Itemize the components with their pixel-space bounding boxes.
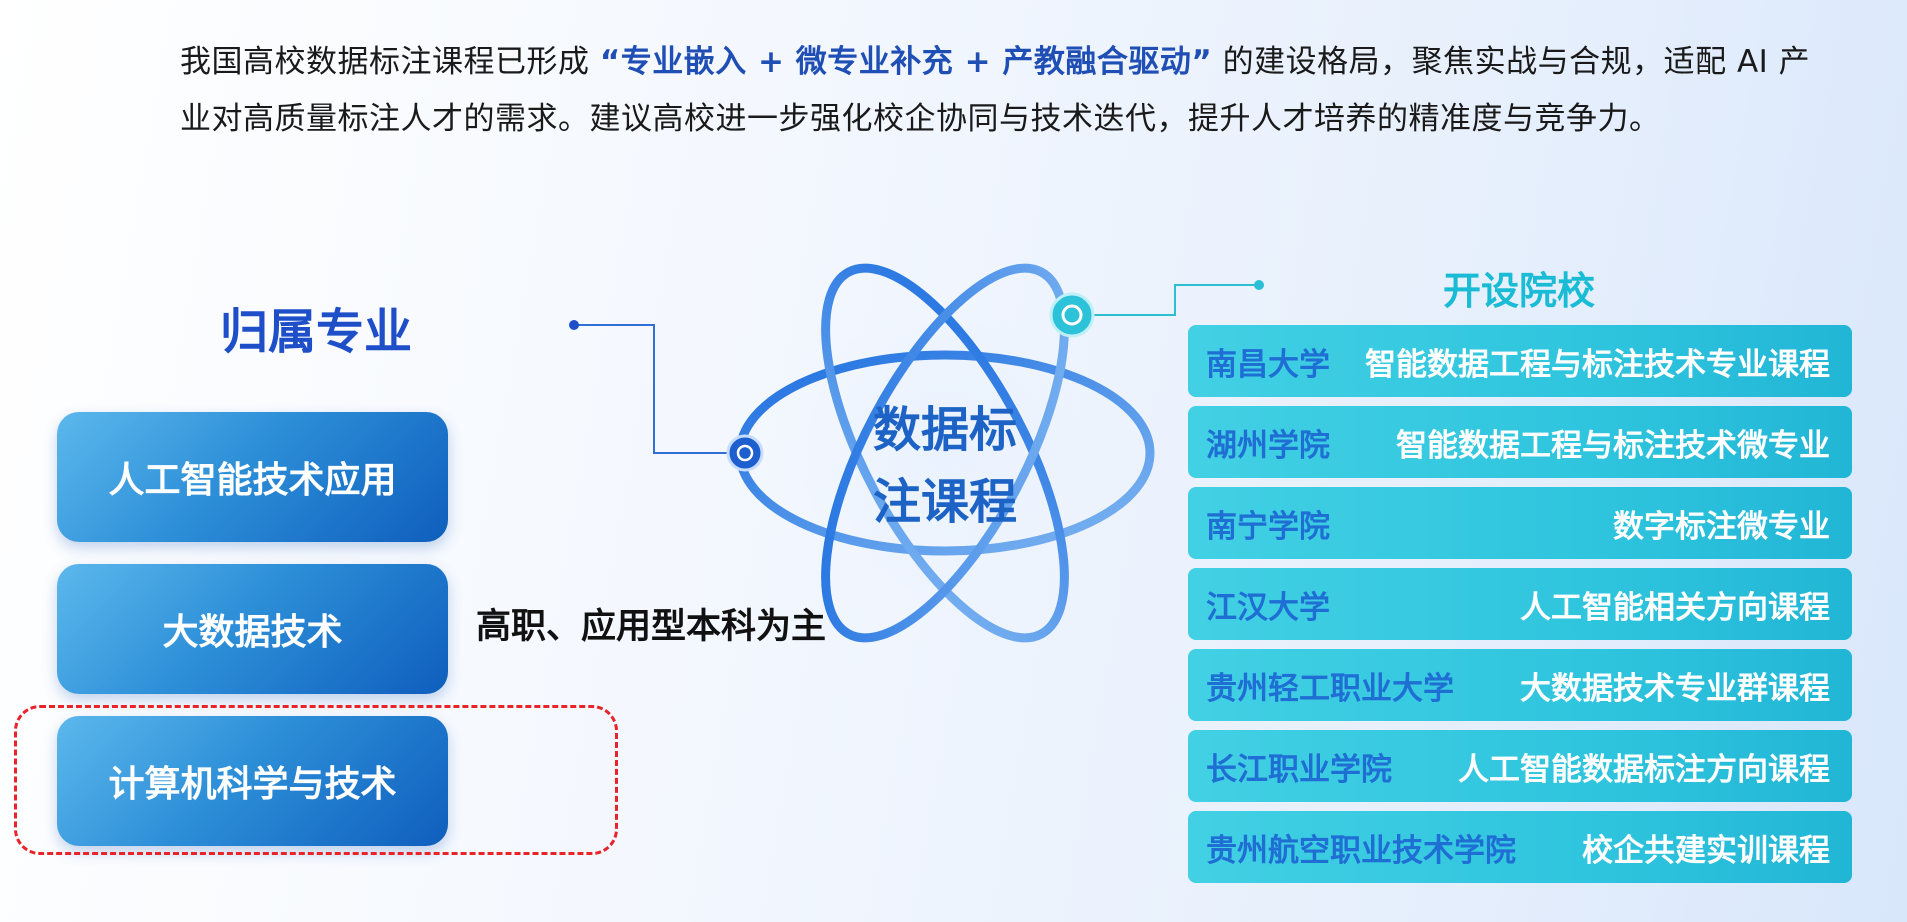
schools-title: 开设院校 <box>1443 269 1596 313</box>
major-label: 人工智能技术应用 <box>108 460 397 501</box>
intro-highlight: “专业嵌入 + 微专业补充 + 产教融合驱动” <box>599 44 1213 80</box>
center-course-label: 数据标 注课程 <box>860 394 1030 538</box>
atom-node-right-core <box>1061 304 1083 326</box>
right-connector-endpoint <box>1254 280 1264 290</box>
school-course: 大数据技术专业群课程 <box>1520 670 1830 707</box>
major-box-computer-science: 计算机科学与技术 <box>57 716 448 846</box>
highlight-dashed-frame <box>14 705 618 855</box>
atom-node-left-core <box>736 444 754 462</box>
school-name: 南昌大学 <box>1206 346 1330 383</box>
school-name: 贵州轻工职业大学 <box>1206 670 1454 707</box>
school-row: 长江职业学院 人工智能数据标注方向课程 <box>1188 730 1852 802</box>
intro-text-before: 我国高校数据标注课程已形成 <box>180 44 590 80</box>
school-row: 南宁学院 数字标注微专业 <box>1188 487 1852 559</box>
atom-node-left <box>726 434 764 472</box>
intro-paragraph: 我国高校数据标注课程已形成 “专业嵌入 + 微专业补充 + 产教融合驱动” 的建… <box>180 34 1840 148</box>
school-name: 南宁学院 <box>1206 508 1330 545</box>
school-course: 数字标注微专业 <box>1613 508 1830 545</box>
majors-title: 归属专业 <box>220 304 413 360</box>
school-list: 南昌大学 智能数据工程与标注技术专业课程 湖州学院 智能数据工程与标注技术微专业… <box>1188 325 1852 892</box>
center-label-line1: 数据标 <box>872 402 1017 458</box>
school-name: 长江职业学院 <box>1206 751 1392 788</box>
school-row: 江汉大学 人工智能相关方向课程 <box>1188 568 1852 640</box>
major-box-ai-application: 人工智能技术应用 <box>57 412 448 542</box>
atom-node-right <box>1049 292 1095 338</box>
school-course: 校企共建实训课程 <box>1582 832 1830 869</box>
school-row: 贵州航空职业技术学院 校企共建实训课程 <box>1188 811 1852 883</box>
school-name: 贵州航空职业技术学院 <box>1206 832 1516 869</box>
school-course: 人工智能数据标注方向课程 <box>1458 751 1830 788</box>
intro-text-after: 的建设格局，聚焦实战与合规，适配 AI 产业对高质量标注人才的需求。建议高校进一… <box>180 44 1811 137</box>
school-course: 智能数据工程与标注技术微专业 <box>1396 427 1830 464</box>
center-label-line2: 注课程 <box>872 474 1017 530</box>
major-label: 大数据技术 <box>162 612 343 653</box>
atom-orbit-right <box>821 263 1069 643</box>
school-row: 南昌大学 智能数据工程与标注技术专业课程 <box>1188 325 1852 397</box>
school-name: 江汉大学 <box>1206 589 1330 626</box>
atom-icon <box>726 263 1155 643</box>
left-connector-endpoint <box>569 320 579 330</box>
atom-glow <box>795 303 1095 603</box>
majors-note: 高职、应用型本科为主 <box>476 607 827 647</box>
school-name: 湖州学院 <box>1206 427 1330 464</box>
major-box-big-data: 大数据技术 <box>57 564 448 694</box>
school-course: 人工智能相关方向课程 <box>1520 589 1830 626</box>
school-row: 湖州学院 智能数据工程与标注技术微专业 <box>1188 406 1852 478</box>
school-row: 贵州轻工职业大学 大数据技术专业群课程 <box>1188 649 1852 721</box>
atom-orbit-left <box>821 263 1069 643</box>
major-label: 计算机科学与技术 <box>108 764 397 805</box>
school-course: 智能数据工程与标注技术专业课程 <box>1365 346 1830 383</box>
